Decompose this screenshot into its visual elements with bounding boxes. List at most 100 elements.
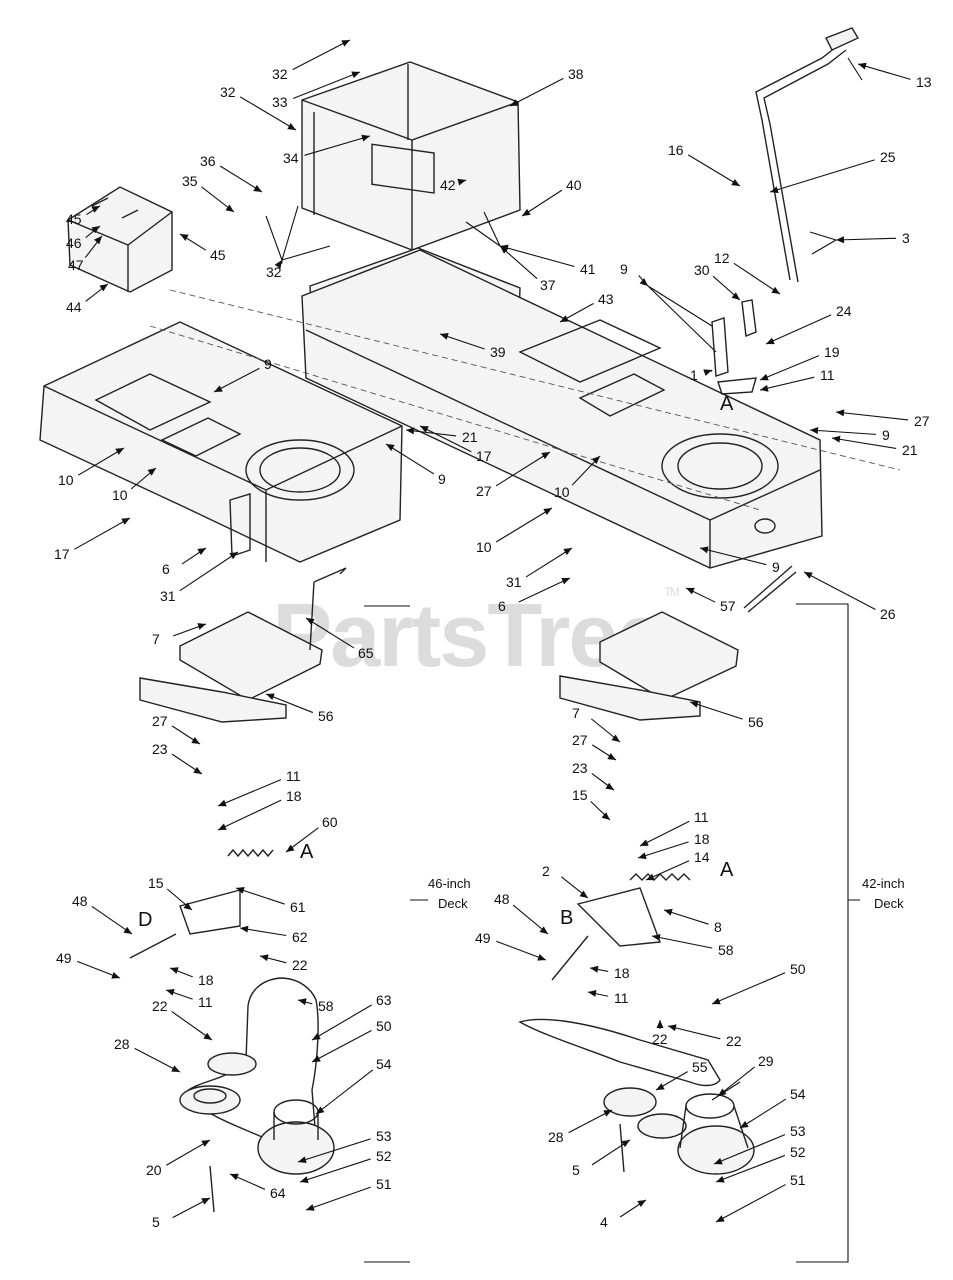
part-number-label: 48	[494, 891, 510, 907]
leader-arrowhead	[121, 518, 130, 525]
callout: 9	[699, 546, 780, 575]
leader-arrowhead	[652, 934, 661, 941]
part-number-label: 6	[498, 598, 506, 614]
part-number-label: 16	[668, 142, 684, 158]
leader-arrowhead	[274, 260, 282, 269]
callout: 62	[239, 925, 308, 945]
callout: 9	[213, 356, 272, 393]
callout: 56	[265, 693, 334, 724]
leader-line	[74, 517, 131, 550]
part-number-label: 28	[114, 1036, 130, 1052]
part-number-label: 58	[318, 998, 334, 1014]
callout: 17	[54, 517, 131, 562]
leader-line	[689, 701, 743, 720]
part-number-label: 32	[272, 66, 288, 82]
callout: 31	[506, 547, 573, 590]
leader-arrowhead	[770, 186, 779, 194]
part-number-label: 9	[882, 427, 890, 443]
leader-arrowhead	[611, 734, 620, 742]
leader-line	[292, 71, 361, 100]
callout: 30	[694, 262, 741, 301]
leader-arrowhead	[712, 997, 721, 1005]
leader-arrowhead	[716, 1175, 725, 1183]
callout: 21	[831, 435, 918, 458]
callout: 19	[759, 344, 840, 381]
part-number-label: 5	[152, 1214, 160, 1230]
leader-arrowhead	[638, 852, 647, 860]
callout: 18	[589, 965, 630, 981]
part-number-label: 56	[748, 714, 764, 730]
leader-line	[77, 447, 125, 476]
leader-arrowhead	[621, 1140, 630, 1148]
part-number-label: 33	[272, 94, 288, 110]
leader-arrowhead	[440, 333, 449, 340]
part-number-label: 21	[462, 429, 478, 445]
part-number-label: 45	[210, 247, 226, 263]
leader-line	[667, 1025, 721, 1040]
part-number-label: 11	[198, 994, 213, 1010]
part-number-label: 9	[620, 261, 628, 277]
callout: 49	[56, 950, 121, 979]
part-number-label: 9	[264, 356, 272, 372]
part-number-label: 12	[714, 250, 730, 266]
callout: 16	[668, 142, 741, 187]
part-number-label: 53	[790, 1123, 806, 1139]
callout: 32	[220, 84, 297, 131]
leader-arrowhead	[298, 1156, 307, 1164]
leader-arrowhead	[457, 178, 466, 186]
leader-arrowhead	[312, 1033, 321, 1040]
callout: 1	[690, 367, 713, 383]
part-number-label: 61	[290, 899, 306, 915]
callout: 58	[651, 934, 734, 958]
callout: 46	[66, 225, 101, 251]
leader-line	[171, 1011, 213, 1041]
leader-line	[91, 905, 133, 935]
leader-arrowhead	[766, 337, 775, 345]
leader-arrowhead	[147, 468, 156, 476]
leader-line	[765, 314, 832, 345]
leader-arrowhead	[171, 1065, 180, 1072]
part-number-label: 9	[772, 559, 780, 575]
callout: 49	[475, 930, 547, 961]
leader-arrowhead	[218, 823, 227, 830]
part-number-label: 36	[200, 153, 216, 169]
part-number-label: 23	[572, 760, 588, 776]
part-number-label: 38	[568, 66, 584, 82]
leader-line	[213, 367, 260, 393]
mounting-plate-right	[559, 565, 797, 721]
callout: 18	[637, 831, 710, 860]
callout: 29	[717, 1053, 774, 1097]
leader-line	[759, 355, 820, 381]
part-number-label: 7	[152, 631, 160, 647]
leader-arrowhead	[716, 1215, 725, 1222]
leader-arrowhead	[201, 1198, 210, 1205]
leader-arrowhead	[656, 1020, 664, 1028]
callout: 27	[152, 713, 201, 745]
callout: 61	[235, 886, 306, 915]
leader-arrowhead	[591, 456, 600, 465]
callout: 51	[305, 1176, 392, 1211]
leader-arrowhead	[810, 427, 819, 434]
frame-right	[301, 249, 823, 569]
callout: 32	[272, 39, 351, 82]
callout: 8	[663, 908, 722, 935]
leader-line	[835, 237, 897, 241]
callout: 11	[217, 768, 301, 807]
leader-arrowhead	[603, 1110, 612, 1117]
part-number-label: 23	[152, 741, 168, 757]
callout: 64	[229, 1173, 286, 1201]
callout: 22	[652, 1020, 668, 1047]
part-number-label: 2	[542, 863, 550, 879]
leader-line	[803, 571, 876, 611]
callout: 44	[66, 283, 109, 315]
leader-arrowhead	[668, 1024, 677, 1032]
leader-arrowhead	[760, 384, 769, 392]
leader-arrowhead	[510, 99, 519, 106]
belt-drive-left	[129, 889, 335, 1213]
leader-arrowhead	[718, 1088, 727, 1096]
leader-line	[639, 820, 690, 847]
part-number-label: 39	[490, 344, 506, 360]
leader-arrowhead	[240, 925, 249, 933]
leader-arrowhead	[731, 179, 740, 186]
part-number-label: 58	[718, 942, 734, 958]
